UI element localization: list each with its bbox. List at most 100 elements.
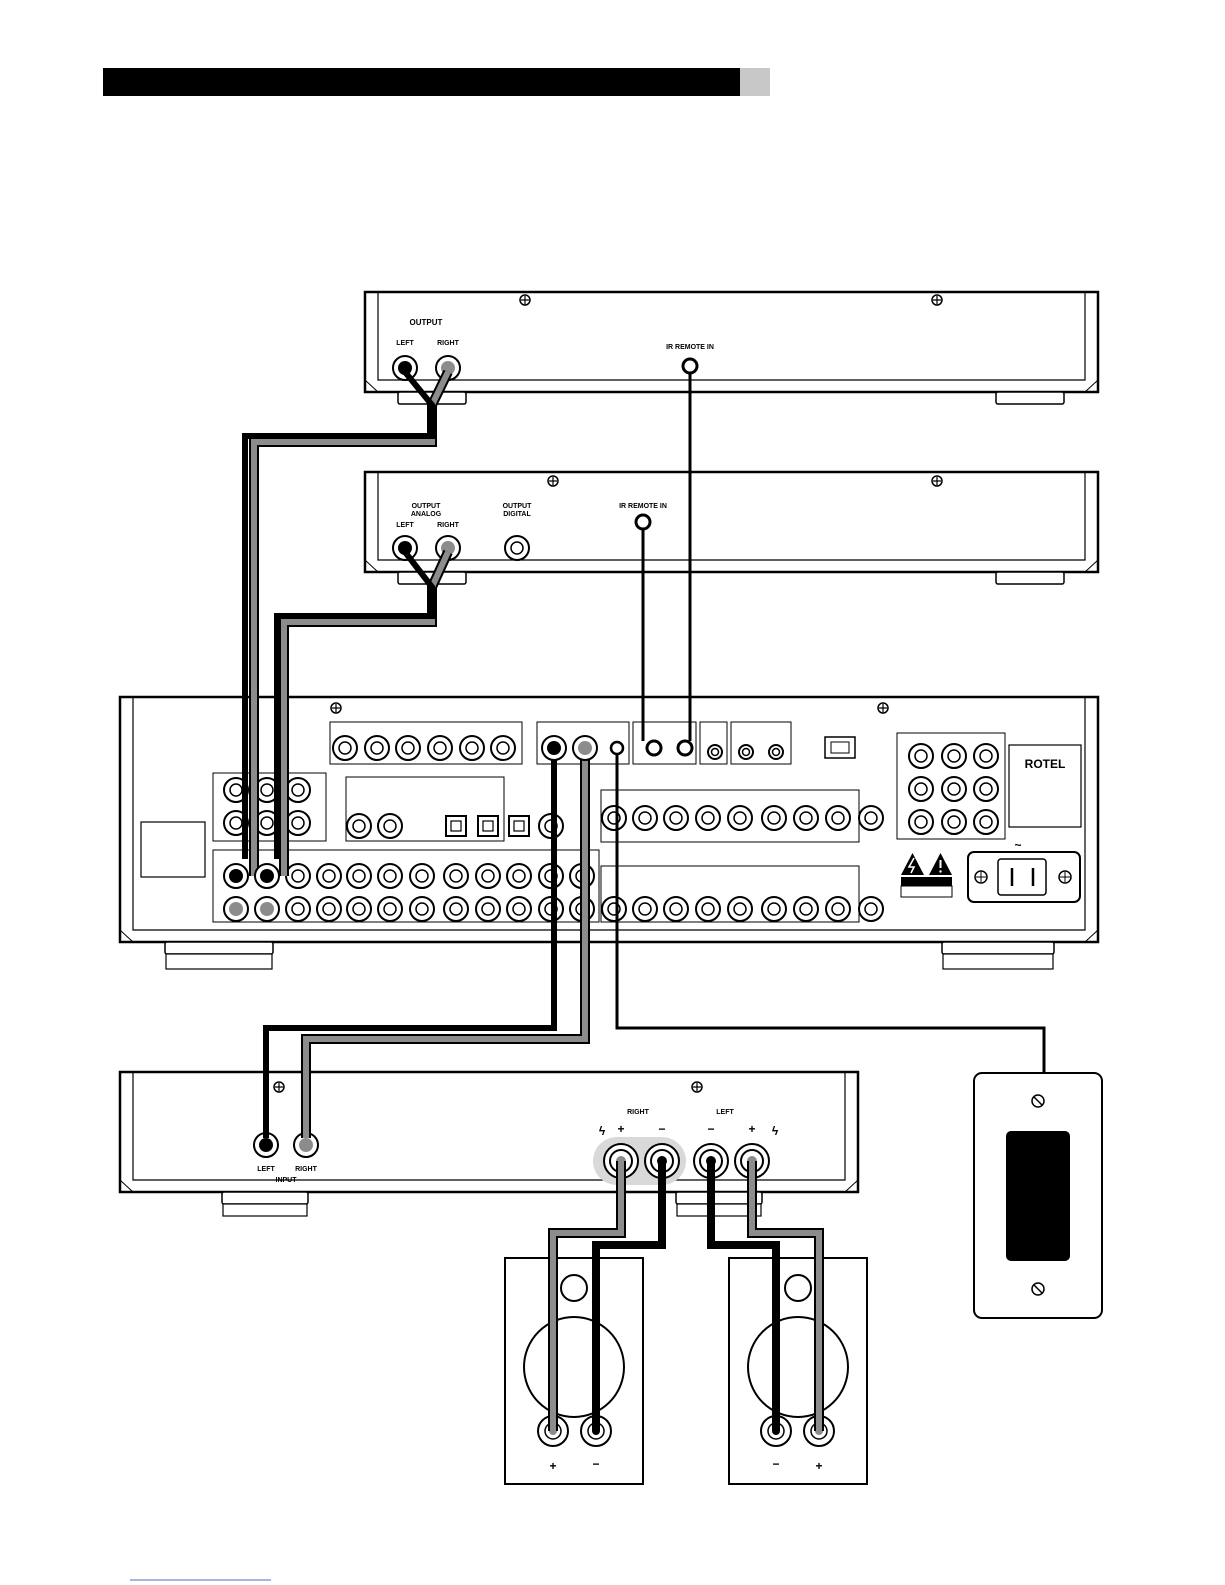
source2-digital-line1: OUTPUT bbox=[503, 503, 533, 510]
rca-jack-center bbox=[702, 812, 714, 824]
rca-jack-center bbox=[639, 903, 651, 915]
amp-left-label: LEFT bbox=[716, 1109, 734, 1116]
tweeter bbox=[561, 1275, 587, 1301]
rca-jack-center bbox=[402, 742, 414, 754]
rca-jack-center bbox=[915, 750, 927, 762]
source2-right-label: RIGHT bbox=[437, 522, 460, 529]
ethernet-port[interactable] bbox=[825, 737, 855, 758]
rca-jack-center bbox=[292, 817, 304, 829]
rca-jack-center bbox=[230, 784, 242, 796]
speaker-left-plus: + bbox=[549, 1459, 556, 1473]
rca-jack-center bbox=[497, 742, 509, 754]
foot bbox=[996, 572, 1064, 584]
optical-jack-window bbox=[483, 821, 493, 831]
foot bbox=[943, 954, 1053, 969]
rca-jack-center bbox=[482, 870, 494, 882]
rca-jack-center bbox=[800, 903, 812, 915]
amp-input-right-label: RIGHT bbox=[295, 1166, 318, 1173]
rca-jack-center bbox=[980, 750, 992, 762]
rca-jack-center bbox=[261, 784, 273, 796]
rca-jack-center bbox=[353, 870, 365, 882]
rca-jack-center bbox=[371, 742, 383, 754]
rca-jack-center bbox=[980, 783, 992, 795]
brand-label: ROTEL bbox=[1025, 757, 1066, 771]
receiver-back-panel: ROTEL ~ bbox=[120, 697, 1098, 969]
ir-sensor-window bbox=[1006, 1131, 1070, 1261]
rca-jack-center bbox=[434, 742, 446, 754]
header-bar bbox=[103, 68, 740, 96]
ir-receiver-icon[interactable] bbox=[683, 359, 697, 373]
amp-left-plus: + bbox=[748, 1122, 755, 1136]
foot bbox=[223, 1204, 307, 1216]
rca-jack-center bbox=[915, 816, 927, 828]
rca-jack-center bbox=[323, 903, 335, 915]
ir-receiver-icon[interactable] bbox=[636, 515, 650, 529]
rca-jack-center bbox=[353, 820, 365, 832]
rca-jack-center bbox=[734, 903, 746, 915]
rca-jack-center bbox=[948, 783, 960, 795]
source1-left-label: LEFT bbox=[396, 340, 414, 347]
foot bbox=[222, 1192, 308, 1204]
ir-out-jack[interactable] bbox=[678, 741, 692, 755]
rca-jack-center bbox=[948, 750, 960, 762]
foot bbox=[165, 942, 273, 954]
rca-jack-center bbox=[292, 903, 304, 915]
source-component-1: OUTPUT LEFT RIGHT IR REMOTE IN bbox=[365, 292, 1098, 404]
rca-jack-center bbox=[670, 812, 682, 824]
rca-jack-center bbox=[466, 742, 478, 754]
amp-right-minus: − bbox=[658, 1122, 665, 1136]
ir-wall-plate bbox=[974, 1073, 1102, 1318]
rca-jack-center bbox=[513, 903, 525, 915]
rca-jack-center bbox=[865, 903, 877, 915]
source2-ir-label: IR REMOTE IN bbox=[619, 503, 667, 510]
optical-jack-window bbox=[514, 821, 524, 831]
ir-out-jack[interactable] bbox=[647, 741, 661, 755]
speaker-right: − + bbox=[729, 1258, 867, 1484]
speaker-left: + − bbox=[505, 1258, 643, 1484]
rca-jack-center bbox=[261, 817, 273, 829]
rca-jack-center bbox=[230, 817, 242, 829]
amp-warn-icon: ϟ bbox=[599, 1124, 606, 1138]
source-component-2: OUTPUT ANALOG LEFT RIGHT OUTPUT DIGITAL … bbox=[365, 472, 1098, 584]
rca-jack-center bbox=[865, 812, 877, 824]
amp-right-label: RIGHT bbox=[627, 1109, 650, 1116]
speaker-left-minus: − bbox=[592, 1457, 599, 1471]
ir-out-jack[interactable] bbox=[611, 742, 623, 754]
foot bbox=[942, 942, 1054, 954]
rca-jack-center bbox=[800, 812, 812, 824]
rca-jack-center bbox=[323, 870, 335, 882]
rca-jack-center bbox=[339, 742, 351, 754]
rca-jack-center bbox=[482, 903, 494, 915]
foot bbox=[166, 954, 272, 969]
amp-left-minus: − bbox=[707, 1122, 714, 1136]
source1-right-label: RIGHT bbox=[437, 340, 460, 347]
rca-jack-center bbox=[416, 903, 428, 915]
amp-input-label: INPUT bbox=[276, 1177, 298, 1184]
rca-jack-center bbox=[384, 870, 396, 882]
rca-jack-center bbox=[639, 812, 651, 824]
source1-ir-label: IR REMOTE IN bbox=[666, 344, 714, 351]
rca-jack-center bbox=[450, 870, 462, 882]
rca-jack-center bbox=[292, 870, 304, 882]
rca-jack-center bbox=[768, 812, 780, 824]
rca-jack-center bbox=[513, 870, 525, 882]
speaker-right-minus: − bbox=[772, 1457, 779, 1471]
woofer bbox=[524, 1317, 624, 1417]
source2-analog-line1: OUTPUT bbox=[412, 503, 442, 510]
source2-digital-line2: DIGITAL bbox=[503, 511, 531, 518]
rca-jack-center bbox=[832, 903, 844, 915]
amp-warn-icon: ϟ bbox=[772, 1124, 779, 1138]
foot bbox=[996, 392, 1064, 404]
rca-jack-center bbox=[734, 812, 746, 824]
rca-jack-center bbox=[384, 903, 396, 915]
rca-jack-center bbox=[292, 784, 304, 796]
rca-jack-center bbox=[980, 816, 992, 828]
rca-jack-center bbox=[353, 903, 365, 915]
source2-left-label: LEFT bbox=[396, 522, 414, 529]
rca-jack-center bbox=[915, 783, 927, 795]
woofer bbox=[748, 1317, 848, 1417]
rca-jack-center bbox=[712, 749, 719, 756]
optical-jack-window bbox=[451, 821, 461, 831]
rca-jack-center bbox=[768, 903, 780, 915]
